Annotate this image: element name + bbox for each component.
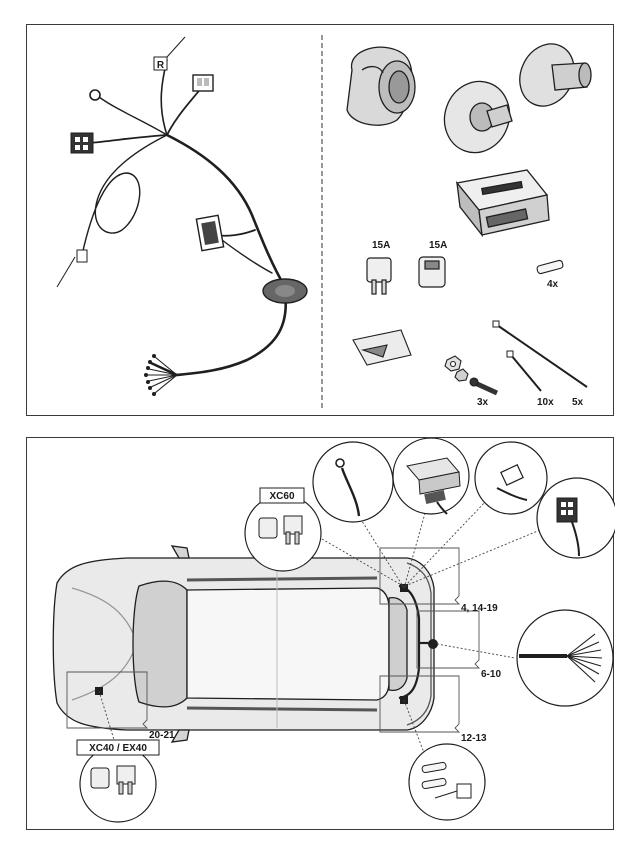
harness-branch-ring (98, 96, 168, 136)
ring-terminal-icon (89, 89, 101, 101)
harness-wire-ends (144, 354, 156, 396)
relay-fuse-1-icon (366, 257, 392, 295)
glass-fuse-qty: 4x (547, 279, 559, 290)
bolt-qty: 3x (477, 397, 489, 408)
harness-coil (81, 134, 168, 256)
box-front (66, 671, 149, 729)
tie-short-qty: 10x (537, 397, 554, 408)
callout-module (392, 437, 470, 515)
instruction-sheet-icon (352, 329, 412, 366)
socket-plate-icon (443, 80, 513, 154)
callout-plug (474, 441, 548, 515)
harness-branch-r (160, 59, 168, 136)
callout-wire-fan (516, 609, 614, 707)
harness-branch-side-2 (221, 239, 273, 274)
installation-illustration: 4, 14-19 6-10 12-13 20-21 (52, 437, 618, 823)
grommet-icon (262, 278, 308, 304)
step-rear-center: 6-10 (481, 669, 501, 680)
callout-xc40: XC40 / EX40 (76, 739, 160, 823)
step-rear-right: 12-13 (461, 733, 487, 744)
fuse-1-label: 15A (372, 240, 390, 251)
car-mirror-right (170, 729, 190, 743)
box-rear-right (379, 675, 461, 733)
harness-tail (175, 291, 288, 377)
car-mirror-left (170, 545, 190, 559)
glass-fuse-icon (536, 259, 564, 275)
harness-branch-connector (88, 134, 168, 144)
socket-adapter-icon (519, 43, 592, 107)
relay-fuse-2-icon (418, 256, 446, 288)
small-plug-icon (192, 74, 214, 92)
car-top-view (52, 545, 435, 743)
wiring-harness (81, 59, 288, 394)
fuse-2-label: 15A (429, 240, 447, 251)
harness-tag-label: R (157, 60, 165, 71)
installation-panel: 4, 14-19 6-10 12-13 20-21 (26, 437, 618, 830)
kit-contents-illustration: R (56, 35, 592, 409)
cable-tie-short-icon (506, 350, 542, 392)
callout-xc60-label: XC60 (269, 491, 294, 502)
connector-plug-icon (70, 132, 94, 154)
step-front: 20-21 (149, 730, 175, 741)
callout-glass-fuses (408, 743, 486, 821)
highlight-boxes (66, 547, 481, 733)
harness-tag-blank (56, 249, 88, 288)
callout-multi-connector (536, 477, 618, 559)
box-rear-left (379, 547, 461, 605)
harness-branch-plug (166, 86, 203, 136)
harness-trunk (165, 133, 287, 289)
callout-ring-terminal (312, 441, 394, 523)
callout-xc60: XC60 (244, 487, 322, 572)
box-rear-center (416, 610, 481, 669)
cable-tie-long-icon (492, 320, 588, 388)
side-connector-icon (195, 214, 225, 252)
car-windscreen (132, 580, 188, 708)
car-rear-window (388, 597, 408, 692)
socket-13pin-icon (346, 46, 416, 126)
tie-long-qty: 5x (572, 397, 584, 408)
bolt-nut-icon (444, 355, 499, 396)
kit-contents-panel: R (26, 24, 614, 416)
control-module-icon (455, 169, 550, 238)
callout-xc40-label: XC40 / EX40 (89, 743, 147, 754)
step-rear-left: 4, 14-19 (461, 603, 498, 614)
harness-tag-r: R (153, 56, 168, 71)
socket-mount-point (428, 639, 438, 649)
car-roof (186, 587, 390, 701)
